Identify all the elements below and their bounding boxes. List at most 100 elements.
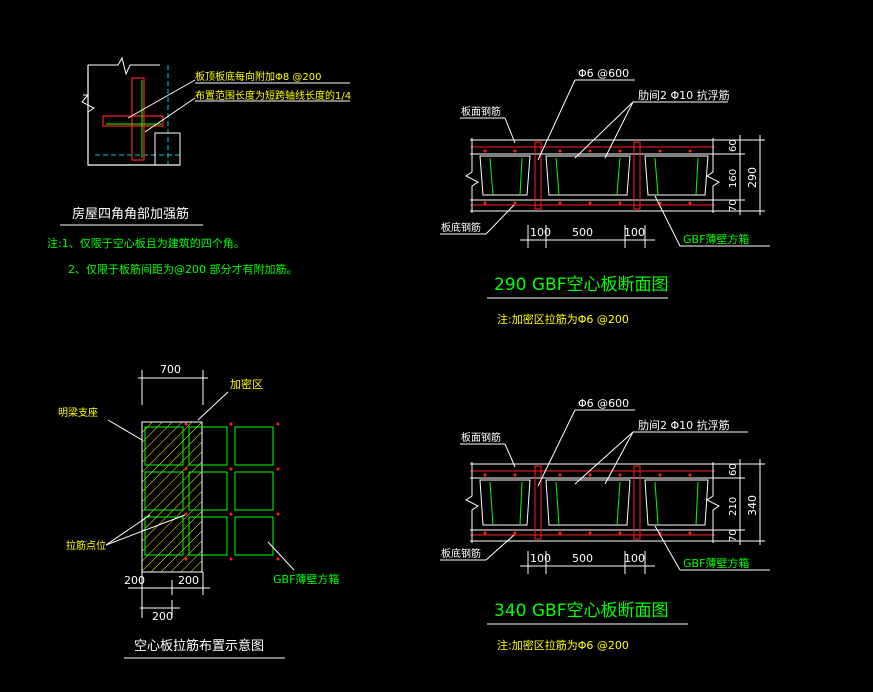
gbf-box-1 — [479, 155, 531, 196]
plan-title: 空心板拉筋布置示意图 — [134, 638, 264, 654]
section-note: 注:加密区拉筋为Φ6 @200 — [497, 638, 629, 652]
break-line-right — [706, 138, 720, 213]
dim-h-3: 100 — [624, 552, 645, 565]
leader-beam — [107, 419, 143, 441]
rib-2 — [633, 141, 641, 210]
box-wall-green — [489, 157, 494, 196]
box-wall-green — [555, 481, 560, 526]
dim-v-total: 340 — [746, 495, 759, 516]
corner-title: 房屋四角角部加强筋 — [72, 206, 189, 222]
leader-rib — [604, 431, 634, 485]
gbf-box-3 — [644, 155, 709, 196]
leader-box — [654, 195, 681, 247]
gbf-box — [188, 516, 228, 556]
top-steel-label: 板面钢筋 — [461, 105, 501, 118]
break-line-right — [706, 462, 720, 543]
leader-top-bar — [537, 79, 576, 161]
box-wall-green — [555, 157, 560, 196]
wall-outline — [87, 65, 180, 166]
bottom-steel-label: 板底钢筋 — [441, 221, 481, 234]
beam-support-strip — [141, 421, 203, 573]
section-title: 290 GBF空心板断面图 — [494, 275, 668, 295]
rib-1 — [534, 465, 542, 540]
dim-left: 200 — [124, 574, 145, 587]
rib-label: 肋间2 Φ10 抗浮筋 — [638, 88, 730, 102]
gbf-box — [188, 426, 228, 466]
dense-zone-label: 加密区 — [230, 377, 263, 391]
box-wall-green — [654, 481, 659, 526]
break-line-left — [465, 462, 479, 543]
dim-v-3: 70 — [728, 199, 739, 212]
box-wall-green — [654, 157, 659, 196]
box-wall-green — [616, 481, 621, 526]
gbf-box — [144, 471, 184, 511]
corner-remark-1: 注:1、仅限于空心板且为建筑的四个角。 — [47, 236, 245, 250]
box-label: GBF薄壁方箱 — [273, 572, 339, 586]
added-bar-horizontal — [102, 115, 164, 127]
leader-box — [267, 541, 295, 571]
leader-top-steel — [504, 117, 516, 144]
corner-column — [154, 132, 181, 166]
break-line-left — [465, 138, 479, 213]
dim-v-2: 160 — [728, 169, 739, 188]
dim-h-2: 500 — [572, 226, 593, 239]
leader-tie — [105, 514, 151, 546]
section-note: 注:加密区拉筋为Φ6 @200 — [497, 312, 629, 326]
gbf-box — [234, 471, 274, 511]
corner-reinforcement-detail: 板顶板底每向附加Φ8 @200 布置范围长度为短跨轴线长度的1/4 房屋四角角部… — [47, 56, 351, 276]
leader-1 — [127, 79, 196, 119]
tie-layout-plan: 700 加密区 明梁支座 拉 — [58, 363, 339, 659]
leader-tie — [105, 514, 186, 546]
leader-top-bar — [537, 409, 576, 487]
gbf-box-2 — [545, 479, 631, 526]
box-wall-green — [489, 481, 494, 526]
dim-h-2: 500 — [572, 552, 593, 565]
dim-v-1: 60 — [728, 139, 739, 152]
dim-h-3: 100 — [624, 226, 645, 239]
dim-v-3: 70 — [728, 529, 739, 542]
section-340: Φ6 @600 肋间2 Φ10 抗浮筋 板面钢筋 板底钢筋 GBF薄壁方箱 10… — [440, 397, 770, 652]
top-steel-label: 板面钢筋 — [461, 431, 501, 444]
leader-rib — [574, 431, 634, 485]
tie-label: 拉筋点位 — [66, 539, 106, 552]
section-title: 340 GBF空心板断面图 — [494, 601, 668, 621]
dim-bottom: 200 — [152, 610, 173, 623]
gbf-box — [144, 516, 184, 556]
rib-2 — [633, 465, 641, 540]
box-wall-green — [519, 481, 523, 526]
gbf-box — [188, 471, 228, 511]
leader-box — [654, 525, 681, 571]
dim-right: 200 — [178, 574, 199, 587]
break-line-top — [88, 56, 160, 76]
rib-1 — [534, 141, 542, 210]
leader-2 — [144, 97, 196, 133]
section-290: Φ6 @600 肋间2 Φ10 抗浮筋 板面钢筋 板底钢筋 GBF薄壁方箱 10… — [440, 67, 770, 326]
leader-rib — [604, 101, 634, 159]
corner-note-1: 板顶板底每向附加Φ8 @200 — [195, 70, 322, 83]
dim-h-1: 100 — [530, 226, 551, 239]
dim-h-1: 100 — [530, 552, 551, 565]
dim-v-1: 60 — [728, 463, 739, 476]
leader-bottom-steel — [485, 534, 515, 561]
top-bar-label: Φ6 @600 — [578, 397, 629, 410]
beam-label: 明梁支座 — [58, 406, 98, 419]
dim-v-2: 210 — [728, 497, 739, 516]
dim-top: 700 — [160, 363, 181, 376]
box-wall-green — [695, 157, 699, 196]
gbf-box — [144, 426, 184, 466]
leader-top-steel — [504, 443, 516, 468]
box-label: GBF薄壁方箱 — [683, 556, 749, 570]
gbf-box-2 — [545, 155, 631, 196]
rib-label: 肋间2 Φ10 抗浮筋 — [638, 418, 730, 432]
leader-dense — [197, 391, 229, 421]
gbf-box — [234, 426, 274, 466]
break-line-left — [81, 94, 95, 113]
corner-remark-2: 2、仅限于板筋间距为@200 部分才有附加筋。 — [68, 262, 298, 276]
box-wall-green — [616, 157, 621, 196]
gbf-box-1 — [479, 479, 531, 526]
bottom-steel-label: 板底钢筋 — [441, 547, 481, 560]
leader-bottom-steel — [485, 204, 515, 235]
dim-v-total: 290 — [746, 167, 759, 188]
box-wall-green — [519, 157, 523, 196]
